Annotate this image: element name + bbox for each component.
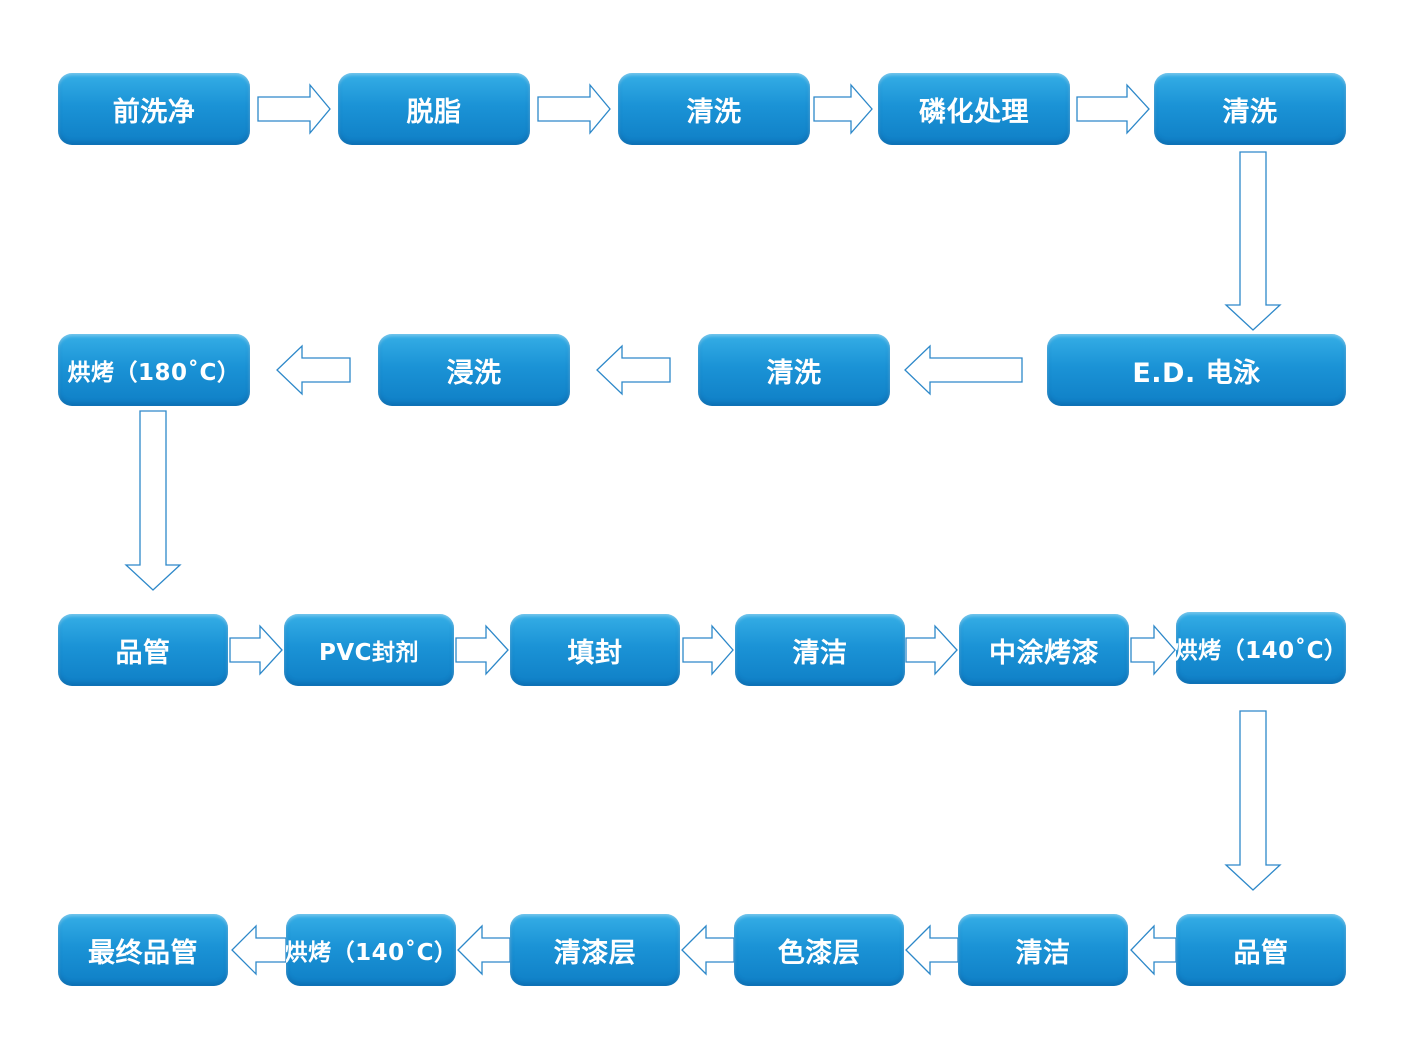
step-qc-2: 品管 bbox=[1176, 914, 1346, 986]
step-rinse-2: 清洗 bbox=[1154, 73, 1346, 145]
arrow-left bbox=[596, 344, 671, 396]
step-bake-140-1: 烘烤（140˚C） bbox=[1176, 612, 1346, 684]
arrow-left bbox=[231, 924, 287, 976]
arrow-left bbox=[905, 924, 959, 976]
arrow-right bbox=[682, 624, 734, 676]
arrow-left bbox=[904, 344, 1023, 396]
arrow-left bbox=[1130, 924, 1177, 976]
arrow-right bbox=[813, 83, 873, 135]
step-dip-wash: 浸洗 bbox=[378, 334, 570, 406]
step-clean-2: 清洁 bbox=[958, 914, 1128, 986]
step-bake-140-2: 烘烤（140˚C） bbox=[286, 914, 456, 986]
arrow-down bbox=[1224, 151, 1282, 331]
arrow-right bbox=[905, 624, 958, 676]
step-bake-180: 烘烤（180˚C） bbox=[58, 334, 250, 406]
step-pvc-sealant: PVC封剂 bbox=[284, 614, 454, 686]
arrow-right bbox=[537, 83, 611, 135]
arrow-left bbox=[457, 924, 511, 976]
step-final-qc: 最终品管 bbox=[58, 914, 228, 986]
step-clearcoat: 清漆层 bbox=[510, 914, 680, 986]
arrow-right bbox=[455, 624, 509, 676]
arrow-down bbox=[124, 410, 182, 591]
step-clean-1: 清洁 bbox=[735, 614, 905, 686]
arrow-right bbox=[229, 624, 283, 676]
arrow-down bbox=[1224, 710, 1282, 891]
step-primer-coat: 中涂烤漆 bbox=[959, 614, 1129, 686]
arrow-left bbox=[681, 924, 735, 976]
step-pre-wash: 前洗净 bbox=[58, 73, 250, 145]
step-qc-1: 品管 bbox=[58, 614, 228, 686]
step-rinse-3: 清洗 bbox=[698, 334, 890, 406]
arrow-right bbox=[1076, 83, 1150, 135]
step-electrophoresis: E.D. 电泳 bbox=[1047, 334, 1346, 406]
step-fill-seal: 填封 bbox=[510, 614, 680, 686]
step-basecoat: 色漆层 bbox=[734, 914, 904, 986]
arrow-right bbox=[1130, 624, 1176, 676]
arrow-left bbox=[276, 344, 351, 396]
step-rinse-1: 清洗 bbox=[618, 73, 810, 145]
step-phosphating: 磷化处理 bbox=[878, 73, 1070, 145]
arrow-right bbox=[257, 83, 331, 135]
step-degrease: 脱脂 bbox=[338, 73, 530, 145]
